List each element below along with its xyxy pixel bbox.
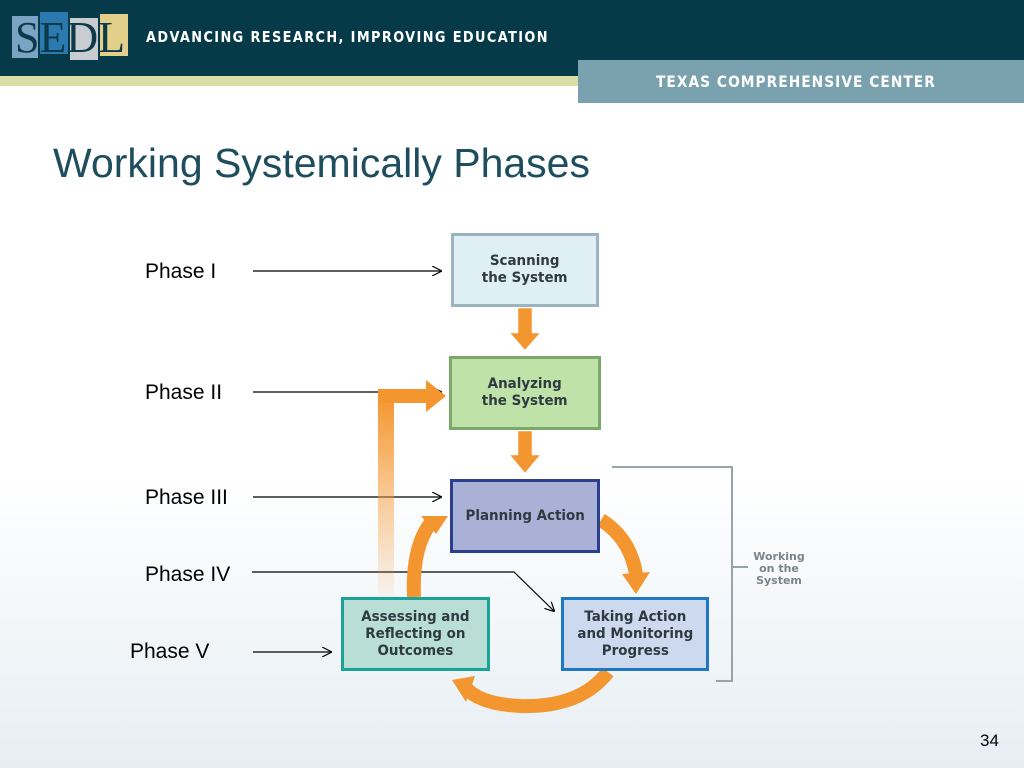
cycle-arrow-assess-to-plan-head: [421, 516, 448, 534]
cycle-arrow-take-to-assess: [460, 667, 614, 714]
working-on-system-label: Working on the System: [753, 550, 805, 587]
sedl-logo: SEDL: [12, 12, 128, 62]
box-taking-action-label: Taking Action and Monitoring Progress: [577, 608, 693, 659]
phase-4-pointer: [252, 571, 554, 611]
box-scanning-label: Scanning the System: [482, 253, 568, 286]
feedback-arrow-shaft: [378, 397, 394, 597]
tagline: ADVANCING RESEARCH, IMPROVING EDUCATION: [146, 28, 549, 46]
phase-3-label: Phase III: [145, 486, 228, 509]
page-number: 34: [980, 731, 999, 750]
phase-2-label: Phase II: [145, 381, 223, 404]
phase-5-label: Phase V: [130, 640, 210, 663]
cycle-arrow-plan-to-take: [597, 514, 643, 576]
phase-1-label: Phase I: [145, 260, 217, 283]
box-scanning-the-system: Scanning the System: [451, 233, 599, 307]
box-analyzing-the-system: Analyzing the System: [449, 356, 601, 430]
slide-title: Working Systemically Phases: [53, 140, 590, 186]
down-arrow-scan-to-analyze: [509, 307, 541, 351]
box-planning-action: Planning Action: [450, 479, 600, 553]
phase-4-label: Phase IV: [145, 563, 231, 586]
cycle-arrow-take-to-assess-head: [452, 676, 475, 702]
center-name: TEXAS COMPREHENSIVE CENTER: [656, 72, 936, 91]
header-accent-rule: [0, 76, 578, 86]
cycle-arrow-assess-to-plan: [406, 519, 436, 598]
feedback-arrow-head: [426, 380, 446, 412]
feedback-arrow-bar: [378, 389, 428, 403]
box-analyzing-label: Analyzing the System: [482, 376, 568, 409]
box-assessing: Assessing and Reflecting on Outcomes: [341, 597, 490, 671]
working-on-system-bracket: [612, 466, 733, 682]
box-assessing-label: Assessing and Reflecting on Outcomes: [361, 608, 470, 659]
box-planning-label: Planning Action: [465, 507, 585, 524]
svg-text:SEDL: SEDL: [15, 13, 125, 62]
cycle-arrow-plan-to-take-head: [622, 572, 650, 594]
center-name-bar: [578, 60, 1024, 103]
down-arrow-analyze-to-plan: [509, 430, 541, 474]
box-taking-action: Taking Action and Monitoring Progress: [561, 597, 709, 671]
